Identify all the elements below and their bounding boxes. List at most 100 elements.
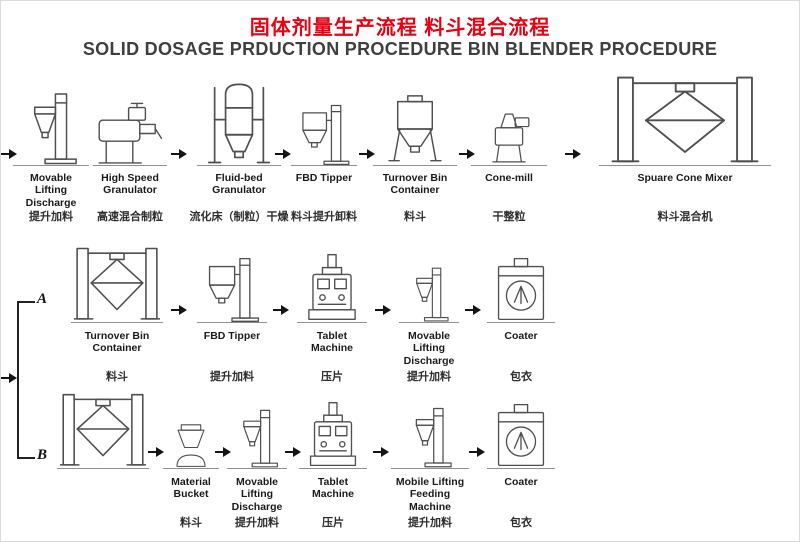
flow-arrow-icon [1, 373, 17, 383]
machine-label-en: Coater [504, 330, 538, 342]
machine-square-cone-mixer: Spuare Cone Mixer 料斗混合机 [599, 73, 771, 224]
machine-fbd-tipper-a: FBD Tipper 提升加料 [197, 231, 267, 384]
tablet-press-icon [307, 253, 357, 321]
machine-movable-lifting-discharge-a: Movable Lifting Discharge 提升加料 [399, 231, 459, 384]
machine-drawing [71, 231, 163, 323]
branch-b-stub [17, 457, 35, 459]
machine-drawing [487, 231, 555, 323]
machine-label-en: High Speed Granulator [101, 172, 159, 197]
flow-arrow-icon [171, 305, 187, 315]
flow-arrow-icon [171, 149, 187, 159]
machine-mobile-lifting-feeding: Mobile Lifting Feeding Machine 提升加料 [391, 381, 469, 530]
machine-label-cn: 干整粒 [492, 211, 526, 223]
flow-arrow-icon [275, 149, 291, 159]
machine-cone-mill: Cone-mill 干整粒 [471, 73, 547, 224]
machine-label-cn: 压片 [321, 371, 343, 383]
machine-material-bucket: Material Bucket 料斗 [163, 381, 219, 530]
square-cone-mixer-icon [611, 76, 759, 163]
machine-drawing [291, 73, 357, 166]
flow-arrow-icon [375, 305, 391, 315]
title-english: SOLID DOSAGE PRDUCTION PROCEDURE BIN BLE… [82, 39, 718, 59]
machine-label-en: FBD Tipper [295, 172, 353, 184]
machine-label-en: Coater [504, 476, 538, 488]
high-speed-granulator-icon [98, 102, 163, 164]
machine-drawing [373, 73, 457, 166]
machine-label-cn: 提升加料 [407, 371, 451, 383]
flow-arrow-icon [565, 149, 581, 159]
lifting-column-icon [33, 93, 77, 165]
title-chinese: 固体剂量生产流程 料斗混合流程 [249, 17, 551, 39]
branch-connector-line [17, 301, 19, 459]
machine-drawing [299, 381, 367, 469]
lifting-column-icon [415, 407, 452, 468]
machine-drawing [197, 73, 281, 166]
framed-bin-icon [60, 393, 146, 466]
machine-label-en: Turnover Bin Container [382, 172, 448, 197]
machine-label-en: Fluid-bed Granulator [212, 172, 266, 197]
flow-arrow-icon [465, 305, 481, 315]
machine-label-cn: 压片 [322, 517, 344, 529]
machine-label-cn: 料斗 [106, 371, 128, 383]
machine-drawing [163, 381, 219, 469]
machine-coater-b: Coater 包衣 [487, 381, 555, 530]
machine-drawing [599, 73, 771, 166]
machine-fluid-bed-granulator: Fluid-bed Granulator 流化床（制粒）干燥 [190, 73, 289, 224]
lifting-column-icon [243, 409, 279, 468]
branch-b-label: B [37, 447, 48, 463]
material-bucket-icon [176, 424, 206, 467]
flow-arrow-icon [285, 447, 301, 457]
tipper-column-icon [208, 257, 260, 322]
machine-movable-lifting-discharge: Movable Lifting Discharge 提升加料 [13, 73, 89, 224]
cone-mill-icon [492, 113, 530, 163]
machine-label-cn: 料斗 [404, 211, 426, 223]
machine-drawing [57, 381, 149, 469]
flow-arrow-icon [459, 149, 475, 159]
flow-arrow-icon [273, 305, 289, 315]
branch-a-label: A [37, 291, 48, 307]
coater-icon [497, 257, 545, 321]
flow-arrow-icon [215, 447, 231, 457]
machine-drawing [93, 73, 167, 166]
machine-label-en: Material Bucket [171, 476, 211, 501]
machine-label-cn: 包衣 [510, 517, 532, 529]
machine-drawing [399, 231, 459, 323]
machine-label-cn: 料斗混合机 [657, 211, 713, 223]
machine-bin-frame-branch-b [57, 381, 149, 469]
machine-label-cn: 料斗 [180, 517, 202, 529]
flow-arrow-icon [359, 149, 375, 159]
flow-arrow-icon [1, 149, 17, 159]
machine-label-cn: 提升加料 [408, 517, 452, 529]
machine-tablet-machine-b: Tablet Machine 压片 [299, 381, 367, 530]
machine-label-en: Movable Lifting Discharge [25, 172, 77, 209]
machine-label-cn: 提升加料 [210, 371, 254, 383]
machine-label-cn: 高速混合制粒 [97, 211, 163, 223]
fluid-bed-tower-icon [207, 83, 271, 164]
flow-arrow-icon [373, 447, 389, 457]
flow-arrow-icon [469, 447, 485, 457]
coater-icon [497, 403, 545, 467]
machine-turnover-bin-container: Turnover Bin Container 料斗 [373, 73, 457, 224]
machine-drawing [13, 73, 89, 166]
machine-label-en: Cone-mill [485, 172, 533, 184]
machine-tablet-machine-a: Tablet Machine 压片 [297, 231, 367, 384]
machine-label-en: Turnover Bin Container [84, 330, 150, 355]
machine-turnover-bin-container-a: Turnover Bin Container 料斗 [71, 231, 163, 384]
framed-bin-icon [74, 247, 160, 320]
machine-fbd-tipper: FBD Tipper 料斗提升卸料 [291, 73, 357, 224]
machine-label-en: FBD Tipper [203, 330, 261, 342]
tipper-column-icon [302, 104, 350, 165]
machine-drawing [197, 231, 267, 323]
machine-label-cn: 包衣 [510, 371, 532, 383]
machine-label-en: Movable Lifting Discharge [231, 476, 283, 513]
machine-label-cn: 提升加料 [235, 517, 279, 529]
machine-high-speed-granulator: High Speed Granulator 高速混合制粒 [93, 73, 167, 224]
machine-drawing [471, 73, 547, 166]
machine-drawing [391, 381, 469, 469]
flow-arrow-icon [148, 447, 164, 457]
machine-label-cn: 流化床（制粒）干燥 [189, 211, 289, 223]
machine-drawing [297, 231, 367, 323]
machine-movable-lifting-discharge-b: Movable Lifting Discharge 提升加料 [227, 381, 287, 530]
lifting-column-icon [415, 267, 449, 322]
tablet-press-icon [309, 401, 357, 467]
